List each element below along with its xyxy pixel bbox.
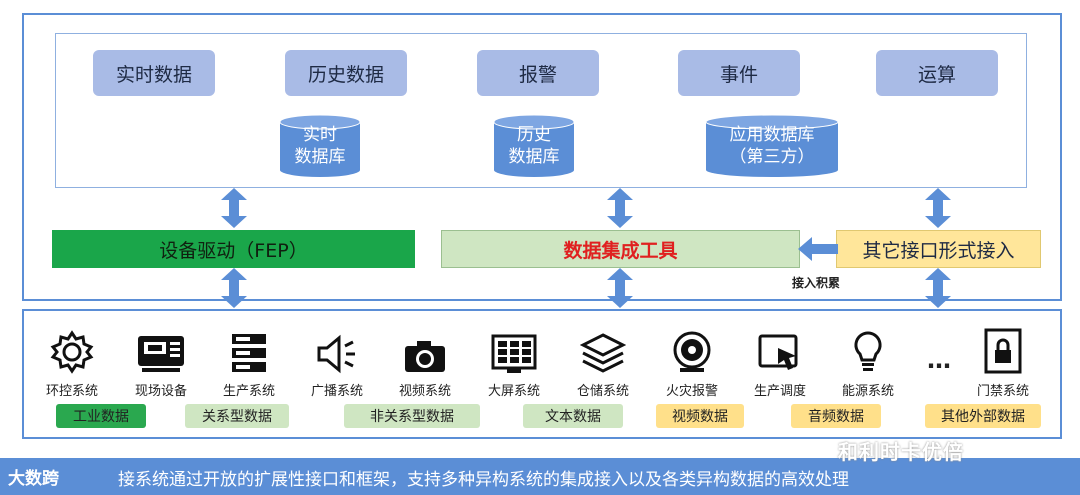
system-big-screen: 大屏系统	[475, 320, 553, 399]
system-label: 环控系统	[45, 384, 98, 399]
source-systems-frame	[22, 309, 1062, 439]
system-label: 门禁系统	[976, 384, 1029, 399]
camera-icon	[405, 341, 445, 372]
system-label: 生产系统	[222, 384, 275, 399]
left-arrow-icon	[798, 237, 838, 261]
lightbulb-icon	[854, 331, 882, 371]
system-field-device: 现场设备	[122, 320, 200, 399]
footer-logo: 大数跨	[8, 469, 59, 489]
module-event: 事件	[678, 50, 800, 96]
double-arrow-icon	[221, 188, 247, 228]
realtime-database-icon: 实时数据库	[278, 114, 362, 178]
system-label: 生产调度	[753, 384, 806, 399]
system-fire-alarm: 火灾报警	[653, 320, 731, 399]
module-alarm: 报警	[477, 50, 599, 96]
fire-alarm-icon	[673, 331, 711, 372]
module-calculation: 运算	[876, 50, 998, 96]
system-access-control: 门禁系统	[964, 320, 1042, 399]
other-interface-bar: 其它接口形式接入	[836, 230, 1041, 268]
module-realtime-data: 实时数据	[93, 50, 215, 96]
history-database-line2: 数据库	[508, 147, 560, 167]
platform-inner-box	[55, 33, 1027, 188]
system-label: 广播系统	[310, 384, 363, 399]
double-arrow-icon	[607, 268, 633, 308]
gear-icon	[50, 330, 94, 374]
access-accumulation-note: 接入积累	[792, 276, 841, 290]
system-production-dispatch: 生产调度	[741, 320, 819, 399]
fep-driver-bar: 设备驱动（FEP）	[52, 230, 415, 268]
tag-industrial-data: 工业数据	[56, 404, 146, 428]
system-label: 大屏系统	[487, 384, 540, 399]
platform-frame	[22, 13, 1062, 301]
system-label: 能源系统	[841, 384, 894, 399]
double-arrow-icon	[607, 188, 633, 228]
tag-other-external-data: 其他外部数据	[925, 404, 1041, 428]
tag-nonrelational-data: 非关系型数据	[344, 404, 480, 428]
machine-icon	[138, 336, 184, 372]
application-database-icon: 应用数据库（第三方）	[704, 114, 840, 178]
integration-tool-bar: 数据集成工具	[441, 230, 800, 268]
system-video: 视频系统	[386, 320, 464, 399]
system-label: 现场设备	[134, 384, 187, 399]
footer-banner: 大数跨 接系统通过开放的扩展性接口和框架，支持多种异构系统的集成接入以及各类异构…	[0, 458, 1080, 495]
server-icon	[232, 334, 266, 372]
history-database-icon: 历史数据库	[492, 114, 576, 178]
system-production: 生产系统	[210, 320, 288, 399]
system-label: 视频系统	[398, 384, 451, 399]
module-history-data: 历史数据	[285, 50, 407, 96]
layers-icon	[580, 333, 626, 373]
system-warehouse: 仓储系统	[564, 320, 642, 399]
system-environment-control: 环控系统	[33, 320, 111, 399]
tag-video-data: 视频数据	[656, 404, 744, 428]
tag-audio-data: 音频数据	[791, 404, 881, 428]
tag-relational-data: 关系型数据	[185, 404, 289, 428]
watermark: 和利时卡优倍	[838, 440, 964, 464]
history-database-line1: 历史	[517, 125, 551, 145]
realtime-database-line1: 实时	[303, 125, 337, 145]
ellipsis: …	[927, 346, 951, 374]
system-label: 仓储系统	[576, 384, 629, 399]
tag-text-data: 文本数据	[523, 404, 623, 428]
system-label: 火灾报警	[665, 384, 718, 399]
speaker-icon	[317, 334, 355, 374]
application-database-line2: （第三方）	[729, 147, 815, 167]
system-energy: 能源系统	[829, 320, 907, 399]
double-arrow-icon	[925, 188, 951, 228]
door-lock-icon	[984, 328, 1022, 374]
system-more: …	[900, 320, 978, 395]
application-database-line1: 应用数据库	[729, 125, 815, 145]
footer-caption: 接系统通过开放的扩展性接口和框架，支持多种异构系统的集成接入以及各类异构数据的高…	[118, 470, 849, 490]
screen-grid-icon	[491, 334, 537, 373]
system-broadcast: 广播系统	[298, 320, 376, 399]
touch-screen-icon	[758, 334, 798, 370]
realtime-database-line2: 数据库	[294, 147, 346, 167]
double-arrow-icon	[221, 268, 247, 308]
double-arrow-icon	[925, 268, 951, 308]
